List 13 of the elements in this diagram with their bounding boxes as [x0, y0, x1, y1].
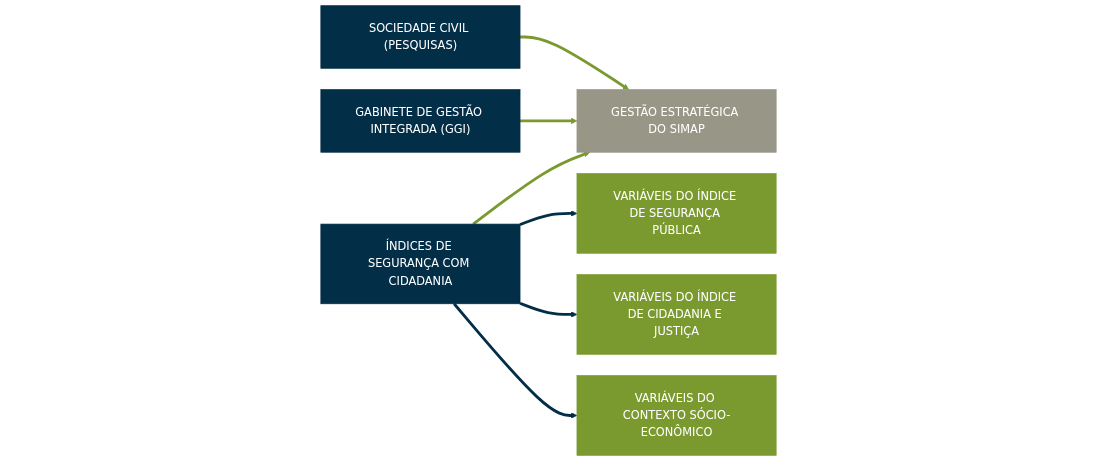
arrow	[453, 302, 578, 419]
node-box: ÍNDICES DE SEGURANÇA COM CIDADANIA	[320, 223, 521, 305]
arrow	[472, 151, 591, 226]
node-box: GABINETE DE GESTÃO INTEGRADA (GGI)	[320, 89, 521, 153]
node-box: VARIÁVEIS DO CONTEXTO SÓCIO-ECONÔMICO	[576, 375, 777, 456]
arrow	[519, 301, 578, 318]
arrow	[520, 117, 578, 125]
node-box: VARIÁVEIS DO ÍNDICE DE CIDADANIA E JUSTIÇA	[576, 274, 777, 355]
arrow	[519, 210, 578, 226]
arrow	[520, 35, 630, 90]
node-box: GESTÃO ESTRATÉGICA DO SIMAP	[576, 89, 777, 153]
node-box: SOCIEDADE CIVIL (PESQUISAS)	[320, 5, 521, 69]
node-box: VARIÁVEIS DO ÍNDICE DE SEGURANÇA PÚBLICA	[576, 173, 777, 254]
